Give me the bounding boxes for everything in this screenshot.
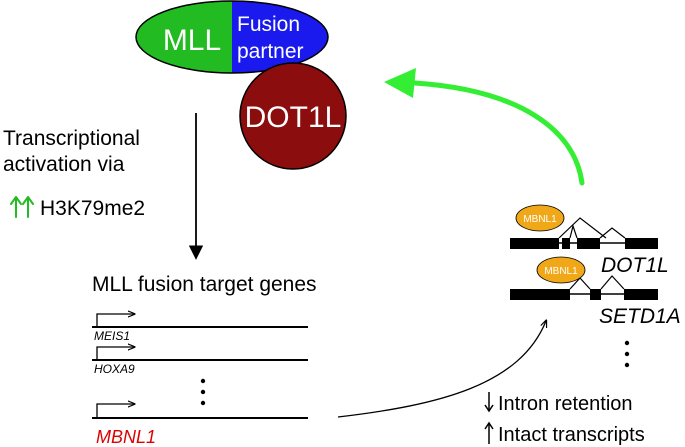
- double-up-arrow-icon: [10, 196, 34, 218]
- fusion-partner-label-line2: partner: [237, 40, 304, 63]
- gene-track: MEIS1: [92, 314, 308, 343]
- fusion-partner-label-line1: Fusion: [237, 13, 300, 36]
- exon: [590, 289, 601, 300]
- tss-arrow-icon: [96, 314, 134, 326]
- activation-line1: Transcriptional: [3, 127, 140, 150]
- h3k79me2-label: H3K79me2: [40, 197, 145, 220]
- down-arrow-icon: [484, 392, 494, 413]
- splicing-targets-panel: MBNL1 DOT1L MBNL1 SETD1A: [510, 204, 681, 368]
- mbnl1-to-targets-arrow: [337, 321, 546, 418]
- dot1l-gene-model: MBNL1 DOT1L: [510, 204, 669, 277]
- activation-line2: activation via: [3, 153, 125, 176]
- gene-track: MBNL1: [92, 404, 308, 447]
- exon: [624, 289, 658, 300]
- splice-junction: [600, 275, 625, 290]
- dot1l-circle: [239, 62, 347, 170]
- gene-label: MEIS1: [94, 329, 130, 343]
- gene-label: DOT1L: [601, 254, 669, 277]
- tss-arrow-icon: [96, 347, 134, 359]
- target-genes-heading: MLL fusion target genes: [92, 273, 317, 296]
- mbnl1-protein-label: MBNL1: [544, 266, 578, 277]
- target-genes-panel: MLL fusion target genes MEIS1 HOXA9 MBNL…: [92, 273, 317, 447]
- exon: [625, 238, 658, 249]
- splicing-effects: Intron retention Intact transcripts: [484, 392, 645, 446]
- feedback-arrowhead-icon: [384, 68, 416, 98]
- exon: [562, 238, 570, 249]
- gene-track: HOXA9: [92, 347, 308, 376]
- tss-arrow-icon: [96, 404, 134, 417]
- gene-label: HOXA9: [94, 362, 135, 376]
- more-targets-ellipsis: [624, 340, 630, 368]
- splice-junction: [569, 223, 578, 239]
- setd1a-gene-model: MBNL1 SETD1A: [510, 256, 681, 328]
- exon: [510, 238, 559, 249]
- up-arrow-icon: [484, 421, 494, 444]
- mll-fusion-complex: MLL Fusion partner DOT1L: [135, 0, 347, 170]
- splice-junction: [599, 227, 626, 239]
- mbnl1-protein-label: MBNL1: [523, 214, 557, 225]
- intron-retention-label: Intron retention: [498, 393, 633, 415]
- more-genes-ellipsis: [200, 378, 206, 406]
- intact-transcripts-label: Intact transcripts: [498, 424, 645, 446]
- exon: [510, 289, 570, 300]
- dot1l-label: DOT1L: [245, 101, 342, 134]
- gene-label: SETD1A: [599, 305, 681, 328]
- mbnl1-protein: [536, 256, 586, 284]
- mll-label: MLL: [163, 24, 221, 57]
- splice-junction: [558, 217, 607, 239]
- mbnl1-gene-label: MBNL1: [96, 427, 156, 447]
- activation-text: Transcriptional activation via H3K79me2: [3, 127, 145, 220]
- mbnl1-protein: [515, 204, 565, 232]
- feedback-arrow: [384, 68, 585, 186]
- exon: [577, 238, 600, 249]
